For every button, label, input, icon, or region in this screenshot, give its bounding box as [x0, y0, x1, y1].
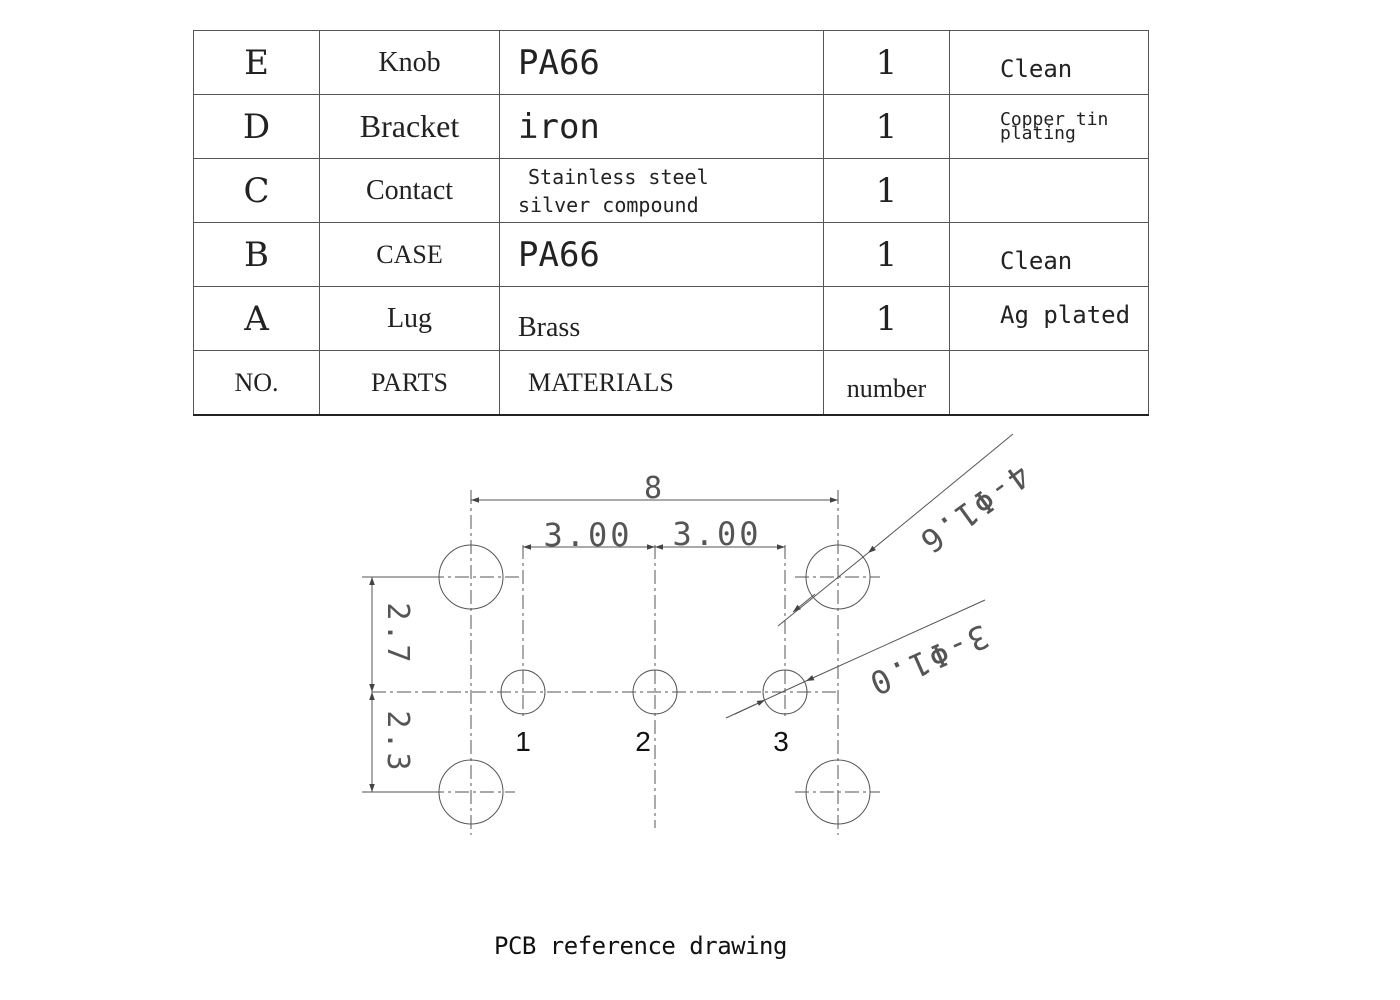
row-finish-text: Clean [1000, 246, 1073, 275]
row-part: Knob [319, 30, 500, 95]
table-row: C Contact Stainless steel silver compoun… [193, 158, 1149, 223]
row-number: 1 [823, 222, 950, 287]
row-part: Lug [319, 286, 500, 351]
leader-large-holes-tail [793, 594, 815, 612]
dim-upper-offset: 2.7 [380, 602, 415, 665]
row-no: E [193, 30, 320, 95]
row-number: 1 [823, 158, 950, 223]
header-parts: PARTS [319, 350, 500, 416]
small-hole-pin3 [763, 670, 807, 714]
row-number: 1 [823, 286, 950, 351]
parts-table: E Knob PA66 1 Clean D Bracket iron 1 Cop… [193, 30, 1149, 416]
row-part: Bracket [319, 94, 500, 159]
pin-label-1: 1 [515, 726, 531, 757]
table-row: A Lug Brass 1 Ag plated [193, 286, 1149, 351]
row-finish: Copper tin plating [949, 94, 1149, 159]
row-material: PA66 [499, 30, 824, 95]
header-number-text: number [846, 373, 927, 403]
row-material: PA66 [499, 222, 824, 287]
row-finish: Ag plated [949, 286, 1149, 351]
leader-small-holes-tail [735, 700, 765, 714]
header-number: number [823, 350, 950, 416]
row-material-line2: silver compound [518, 192, 699, 217]
row-number: 1 [823, 30, 950, 95]
table-row: E Knob PA66 1 Clean [193, 30, 1149, 95]
table-row: D Bracket iron 1 Copper tin plating [193, 94, 1149, 159]
leader-small-holes [806, 600, 985, 681]
leader-large-holes [868, 434, 1013, 553]
table-row: B CASE PA66 1 Clean [193, 222, 1149, 287]
callout-small-holes: 3-Φ1.0 [862, 617, 994, 704]
pin-label-2: 2 [635, 726, 651, 757]
table-header-row: NO. PARTS MATERIALS number [193, 350, 1149, 416]
row-material: iron [499, 94, 824, 159]
large-hole-top-left [439, 545, 503, 609]
header-materials: MATERIALS [499, 350, 824, 416]
row-part: CASE [319, 222, 500, 287]
row-part: Contact [319, 158, 500, 223]
dim-pitch-right: 3.00 [672, 515, 761, 553]
dim-overall-width: 8 [644, 471, 662, 506]
row-no: B [193, 222, 320, 287]
row-no: A [193, 286, 320, 351]
row-finish: Clean [949, 222, 1149, 287]
row-material-line1: Stainless steel [528, 164, 709, 189]
dim-pitch-left: 3.00 [543, 516, 632, 554]
small-hole-pin2 [633, 670, 677, 714]
drawing-caption: PCB reference drawing [494, 932, 787, 960]
row-material: Stainless steel silver compound [499, 158, 824, 223]
large-hole-bottom-right [806, 760, 870, 824]
leader-large-holes-through [778, 553, 868, 626]
pin-label-3: 3 [773, 726, 789, 757]
small-hole-pin1 [501, 670, 545, 714]
row-finish-text: Clean [1000, 54, 1073, 83]
leader-small-holes-through [726, 681, 806, 718]
row-no: C [193, 158, 320, 223]
header-finish [949, 350, 1149, 416]
large-hole-top-right [806, 545, 870, 609]
row-material: Brass [499, 286, 824, 351]
row-finish-line2: plating [1000, 122, 1076, 144]
row-finish-text: Ag plated [1000, 300, 1131, 329]
row-finish [949, 158, 1149, 223]
row-finish: Clean [949, 30, 1149, 95]
row-no: D [193, 94, 320, 159]
row-material-text: Brass [518, 311, 581, 343]
dim-lower-offset: 2.3 [380, 710, 415, 773]
row-finish-line1: Copper tin [1000, 108, 1109, 130]
large-hole-bottom-left [439, 760, 503, 824]
header-no: NO. [193, 350, 320, 416]
callout-large-holes: 4-Φ1.6 [912, 456, 1038, 562]
row-number: 1 [823, 94, 950, 159]
